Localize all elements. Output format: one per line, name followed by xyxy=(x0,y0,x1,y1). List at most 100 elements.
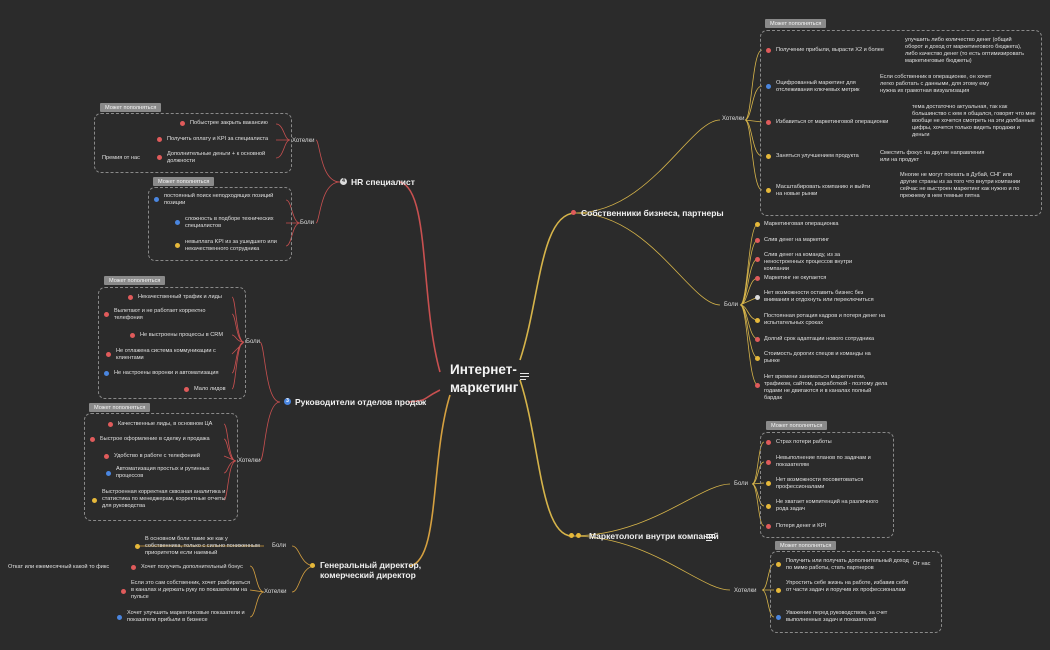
hr-pain-item[interactable]: невыплата KPI из за ушедшего или некачес… xyxy=(185,239,277,252)
owners-want-item[interactable]: Избавиться от маркетинговой операционки xyxy=(776,119,889,125)
priority-1-icon xyxy=(130,333,135,338)
priority-2-icon xyxy=(766,154,771,159)
owners-pain-item[interactable]: Маркетинговая операционка xyxy=(764,221,839,227)
owners-wants-boundary xyxy=(760,30,1042,216)
priority-2-icon xyxy=(766,504,771,509)
priority-icon xyxy=(755,295,760,300)
priority-1-icon xyxy=(755,383,760,388)
priority-2-icon xyxy=(766,481,771,486)
hr-want-item[interactable]: Получить оплату и KPI за специалиста xyxy=(167,136,269,142)
sales-want-item[interactable]: Автоматизация простых и рутинных процесс… xyxy=(116,466,210,479)
priority-1-icon xyxy=(571,210,576,215)
priority-4-icon: 4 xyxy=(340,178,347,185)
priority-3-icon: 3 xyxy=(284,398,291,405)
sales-wants-boundary xyxy=(84,413,238,521)
owners-wants-label[interactable]: Хотелки xyxy=(722,116,745,122)
gm-pains-label[interactable]: Боли xyxy=(272,543,286,549)
sales-pain-item[interactable]: Не отлажена система коммуникации с клиен… xyxy=(116,348,216,361)
hr-pains-boundary xyxy=(148,187,292,261)
hr-pain-item[interactable]: сложность в подборе технических специали… xyxy=(185,216,274,229)
owners-pain-item[interactable]: Нет времени заниматься маркетингом, траф… xyxy=(764,374,888,401)
priority-2-icon xyxy=(776,588,781,593)
priority-1-icon xyxy=(766,460,771,465)
sales-want-item[interactable]: Качественные лиды, в основном ЦА xyxy=(118,421,213,427)
hr-pain-item[interactable]: постоянный поиск неподходящих позиций по… xyxy=(164,193,274,206)
gm-want-item[interactable]: Если это сам собственник, хочет разбират… xyxy=(131,580,251,600)
gm-branch[interactable]: Генеральный директор, комерческий директ… xyxy=(320,560,421,580)
marketers-pain-item[interactable]: Невыполнение планов по задачам и показат… xyxy=(776,455,871,468)
marketers-want-item[interactable]: Получить или получать дополнительный дох… xyxy=(786,558,909,571)
owners-want-item[interactable]: Масштабировать компанию и выйти на новые… xyxy=(776,184,871,197)
owners-want-item[interactable]: Заняться улучшением продукта xyxy=(776,153,859,159)
sales-wants-label[interactable]: Хотелки xyxy=(238,458,261,464)
marketers-branch[interactable]: Маркетологи внутри компаний xyxy=(589,531,719,541)
hr-wants-boundary xyxy=(94,113,292,173)
priority-1-icon xyxy=(766,524,771,529)
gm-want-item[interactable]: Хочет получить дополнительный бонус xyxy=(141,564,243,570)
marketers-want-item[interactable]: Упростить себе жизнь на работе, избавив … xyxy=(786,580,908,593)
sales-pain-item[interactable]: Не настроены воронки и автоматизация xyxy=(114,370,219,376)
sales-want-item[interactable]: Выстроенная корректная сквозная аналитик… xyxy=(102,489,226,509)
priority-3-icon xyxy=(175,220,180,225)
priority-3-icon xyxy=(106,471,111,476)
priority-2-icon xyxy=(569,533,574,538)
priority-2-icon xyxy=(755,318,760,323)
owners-pain-item[interactable]: Слив денег на команду, из за неностроенн… xyxy=(764,252,853,272)
gm-pain-item[interactable]: В основном боли такие же как у собственн… xyxy=(145,536,260,556)
sales-pain-item[interactable]: Вылетают и не работает корректно телефон… xyxy=(114,308,206,321)
priority-3-icon xyxy=(117,615,122,620)
sales-pains-boundary xyxy=(98,287,246,399)
marketers-pain-item[interactable]: Нет возможности посоветоваться профессио… xyxy=(776,477,864,490)
priority-2-icon xyxy=(755,356,760,361)
priority-1-icon xyxy=(131,565,136,570)
owners-pains-label[interactable]: Боли xyxy=(724,302,738,308)
priority-1-icon xyxy=(755,238,760,243)
sales-branch[interactable]: Руководители отделов продаж xyxy=(295,397,427,407)
priority-1-icon xyxy=(180,121,185,126)
gm-want-item[interactable]: Хочет улучшить маркетинговые показатели … xyxy=(127,610,245,623)
hr-want-item[interactable]: Дополнительные деньги + к основной должн… xyxy=(167,151,266,164)
marketers-wants-label[interactable]: Хотелки xyxy=(734,588,757,594)
owners-pain-item[interactable]: Стоимость дорогих спецов и команды на ры… xyxy=(764,351,871,364)
owners-want-item[interactable]: Получение прибыли, вырасти Х2 и более xyxy=(776,47,884,53)
marketers-pain-item[interactable]: Не хватает компитенций на различного род… xyxy=(776,499,879,512)
may-grow-tag: Может пополняться xyxy=(100,103,162,112)
hr-want-item[interactable]: Побыстрее закрыть вакансию xyxy=(190,120,268,126)
hr-branch[interactable]: HR специалист xyxy=(351,177,415,187)
owners-pain-item[interactable]: Нет возможности оставить бизнес без вним… xyxy=(764,290,874,303)
priority-1-icon xyxy=(157,137,162,142)
sales-want-item[interactable]: Удобство в работе с телефонией xyxy=(114,453,200,459)
owners-pain-item[interactable]: Слив денег на маркетинг xyxy=(764,237,830,243)
central-topic-line1: Интернет- xyxy=(450,362,517,377)
owners-pain-item[interactable]: Маркетинг не окупается xyxy=(764,275,827,281)
owners-branch[interactable]: Собственники бизнеса, партнеры xyxy=(581,208,724,218)
notes-icon[interactable] xyxy=(520,373,529,380)
central-topic[interactable]: Интернет- маркетинг xyxy=(450,361,518,397)
owners-want-item[interactable]: Оцифрованный маркетинг для отслеживания … xyxy=(776,80,860,93)
sales-pain-item[interactable]: Некачественный трафик и лиды xyxy=(138,294,222,300)
priority-2-icon xyxy=(135,544,140,549)
priority-1-icon xyxy=(121,589,126,594)
marketers-pain-item[interactable]: Страх потери работы xyxy=(776,439,832,445)
marketers-pain-item[interactable]: Потеря денег и KPI xyxy=(776,523,827,529)
may-grow-tag: Может пополняться xyxy=(766,421,828,430)
priority-3-icon xyxy=(766,84,771,89)
hr-side-note: Премия от нас xyxy=(102,155,140,161)
notes-icon[interactable] xyxy=(706,534,715,541)
owners-pain-item[interactable]: Постоянная ротация кадров и потеря денег… xyxy=(764,313,886,326)
hr-pains-label[interactable]: Боли xyxy=(300,220,314,226)
sales-pains-label[interactable]: Боли xyxy=(246,339,260,345)
priority-1-icon xyxy=(106,352,111,357)
hr-wants-label[interactable]: Хотелки xyxy=(292,138,315,144)
sales-want-item[interactable]: Быстрое оформление в сделку и продажа xyxy=(100,436,210,442)
owners-want-note: улучшить либо количество денег (общий об… xyxy=(905,37,1024,64)
priority-2-icon xyxy=(310,563,315,568)
marketers-want-item[interactable]: Уважение перед руководством, за счет вып… xyxy=(786,610,888,623)
gm-wants-label[interactable]: Хотелки xyxy=(264,589,287,595)
owners-pain-item[interactable]: Долгий срок адаптации нового сотрудника xyxy=(764,336,875,342)
sales-pain-item[interactable]: Не выстроены процессы в CRM xyxy=(140,332,223,338)
sales-pain-item[interactable]: Мало лидов xyxy=(194,386,226,392)
marketers-pains-label[interactable]: Боли xyxy=(734,481,748,487)
gm-side-note: Откат или ежемесячный какой то фикс xyxy=(8,564,110,570)
